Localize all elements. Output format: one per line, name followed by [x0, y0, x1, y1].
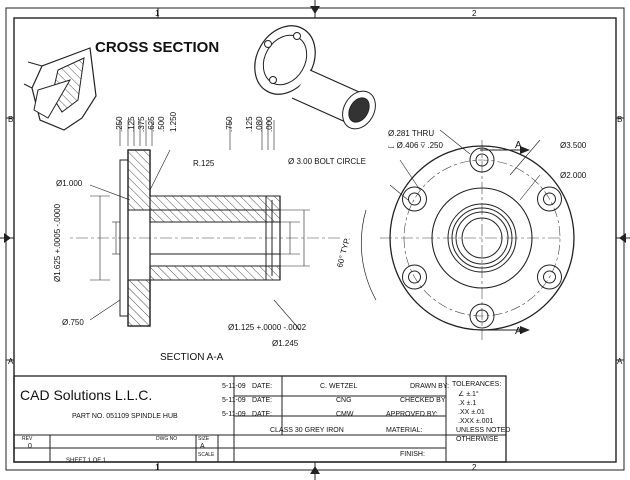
size-label: SIZE: [198, 436, 210, 442]
dim-step-3: .625: [147, 116, 156, 132]
tol-xx: .XX ±.01: [458, 409, 485, 416]
dim-bolt-circle: Ø 3.00 BOLT CIRCLE: [288, 157, 366, 166]
unless-noted-2: OTHERWISE: [456, 436, 499, 443]
bolt-holes: [402, 147, 562, 329]
centering-mark-right: [0, 233, 14, 243]
centering-mark-left: [616, 233, 630, 243]
dim-step-5: 1.250: [169, 111, 178, 132]
tol-angle: ∠ ±.1°: [458, 390, 479, 398]
dim-dia-1245: Ø1.245: [272, 339, 299, 348]
checked-by-label: CHECKED BY:: [400, 397, 447, 404]
dim-dia-1625: Ø1.625 +.0005 -.0000: [53, 203, 62, 282]
dim-step-2: .375: [137, 116, 146, 132]
section-a-a-label: SECTION A-A: [160, 352, 224, 363]
date-label-2: DATE:: [252, 397, 272, 404]
section-marker-bottom: A: [515, 326, 522, 337]
part-number: PART NO. 051109 SPINDLE HUB: [72, 413, 178, 420]
drawn-by-label: DRAWN BY:: [410, 383, 449, 390]
company-name: CAD Solutions L.L.C.: [20, 387, 152, 403]
date-value-1: 5-11-09: [222, 383, 246, 390]
dim-right-0: .750: [225, 116, 234, 132]
isometric-cutaway: [23, 47, 97, 131]
dim-right-3: .000: [265, 116, 274, 132]
tol-x: .X ±.1: [458, 400, 476, 407]
centering-mark-bottom: [310, 462, 320, 480]
dim-dia-750: Ø.750: [62, 318, 84, 327]
tolerances-title: TOLERANCES:: [452, 381, 501, 388]
zone-left-b: B: [8, 115, 13, 124]
rev-label: REV: [22, 436, 33, 442]
date-value-3: 5-11-09: [222, 411, 246, 418]
title-block: CAD Solutions L.L.C. PART NO. 051109 SPI…: [20, 381, 510, 464]
date-label-3: DATE:: [252, 411, 272, 418]
section-dimensions: .250 .125 .375 .625 .500 1.250 .750 .125…: [53, 111, 307, 348]
dim-right-2: .080: [255, 116, 264, 132]
dim-thru: Ø.281 THRU: [388, 129, 434, 138]
zone-bottom-1: 1: [155, 463, 160, 472]
dim-dia-1000: Ø1.000: [56, 179, 83, 188]
material-value: CLASS 30 GREY IRON: [270, 427, 344, 434]
dim-dia-1125: Ø1.125 +.0000 -.0002: [228, 323, 307, 332]
isometric-solid: [254, 25, 376, 130]
section-view: [70, 120, 530, 334]
dim-step-1: .125: [127, 116, 136, 132]
date-label-1: DATE:: [252, 383, 272, 390]
approved-by-label: APPROVED BY:: [386, 411, 438, 418]
tol-xxx: .XXX ±.001: [458, 418, 493, 425]
dim-step-4: .500: [157, 116, 166, 132]
finish-label: FINISH:: [400, 451, 425, 458]
dim-dia-2000: Ø2.000: [560, 171, 587, 180]
date-value-2: 5-11-09: [222, 397, 246, 404]
zone-top-1: 1: [155, 9, 160, 18]
dim-dia-3500: Ø3.500: [560, 141, 587, 150]
zone-labels: 1 2 B A B A 1 2: [8, 9, 623, 472]
drawn-by-value: C. WETZEL: [320, 383, 357, 390]
dim-right-1: .125: [245, 116, 254, 132]
unless-noted-1: UNLESS NOTED: [456, 427, 510, 434]
section-marker-top: A: [515, 140, 522, 151]
scale-label: SCALE: [198, 452, 215, 458]
zone-right-a: A: [617, 357, 623, 366]
rev-value: 0: [28, 443, 32, 450]
dim-radius: R.125: [193, 159, 215, 168]
sheet-label: SHEET 1 OF 1: [66, 458, 107, 464]
approved-by-value: CMW: [336, 411, 354, 418]
front-view: [360, 129, 575, 340]
front-dimensions: Ø.281 THRU ⌴ Ø.406 ⊽ .250 Ø 3.00 BOLT CI…: [288, 129, 587, 269]
zone-right-b: B: [617, 115, 622, 124]
title-block-lines: [13, 375, 507, 463]
dwg-no-label: DWG NO: [156, 436, 177, 442]
dim-cbore: ⌴ Ø.406 ⊽ .250: [388, 141, 444, 150]
section-cut-marker: [480, 146, 530, 334]
cross-section-title: CROSS SECTION: [95, 39, 219, 56]
zone-bottom-2: 2: [472, 463, 477, 472]
dim-step-0: .250: [115, 116, 124, 132]
bolt-circle: [403, 159, 561, 317]
material-label: MATERIAL:: [386, 427, 422, 434]
zone-left-a: A: [8, 357, 14, 366]
flange-outer-circle: [389, 145, 575, 331]
checked-by-value: CNG: [336, 397, 352, 404]
zone-top-2: 2: [472, 9, 477, 18]
size-value: A: [200, 443, 205, 450]
dim-angle: 60° TYP.: [335, 236, 352, 268]
centering-mark-top: [310, 0, 320, 18]
